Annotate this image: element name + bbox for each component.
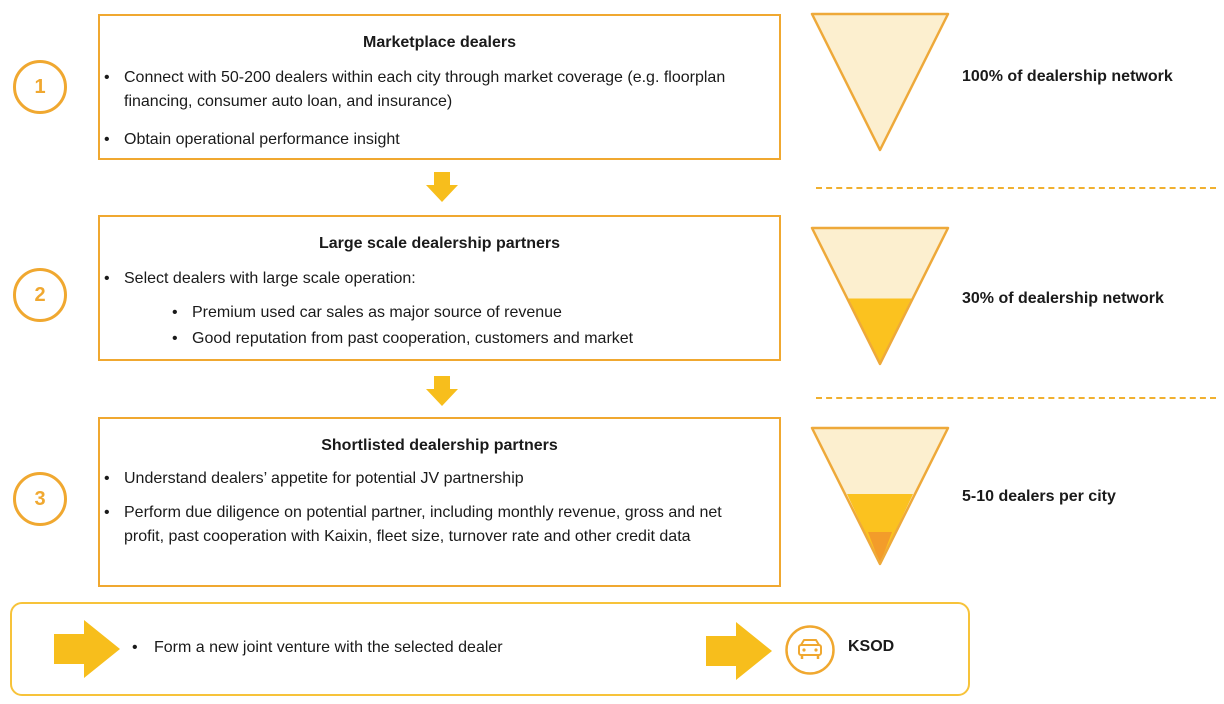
list-item: • Perform due diligence on potential par…	[104, 501, 754, 549]
list-item: • Understand dealers’ appetite for poten…	[104, 467, 764, 491]
stage-title: Large scale dealership partners	[319, 235, 560, 252]
bullet-text: Perform due diligence on potential partn…	[124, 504, 722, 545]
bullet-dot: •	[132, 639, 138, 656]
bullet-text: Form a new joint venture with the select…	[154, 639, 503, 656]
bullet-text: Premium used car sales as major source o…	[192, 304, 562, 321]
bullet-dot: •	[104, 131, 110, 148]
step-number-2: 2	[13, 268, 67, 322]
stage-box-marketplace-dealers: Marketplace dealers • Connect with 50-20…	[98, 14, 781, 160]
outcome-label: KSOD	[848, 638, 895, 655]
stage-title: Shortlisted dealership partners	[321, 437, 558, 454]
bullet-dot: •	[104, 270, 110, 287]
divider	[816, 397, 1216, 399]
outcome-box: • Form a new joint venture with the sele…	[10, 602, 970, 696]
bullet-dot: •	[172, 304, 178, 321]
right-arrow-icon	[706, 622, 772, 680]
stage-box-large-scale-dealership-partners: Large scale dealership partners • Select…	[98, 215, 781, 361]
divider	[816, 187, 1216, 189]
bullet-text: Connect with 50-200 dealers within each …	[124, 69, 726, 110]
funnel-icon-30-percent	[810, 226, 950, 366]
step-number-1: 1	[13, 60, 67, 114]
list-item: • Obtain operational performance insight	[104, 128, 764, 152]
bullet-text: Obtain operational performance insight	[124, 131, 400, 148]
funnel-label: 100% of dealership network	[962, 68, 1173, 85]
bullet-dot: •	[104, 504, 110, 521]
stage-title: Marketplace dealers	[363, 34, 516, 51]
list-item: • Select dealers with large scale operat…	[104, 267, 764, 291]
bullet-dot: •	[104, 69, 110, 86]
bullet-text: Good reputation from past cooperation, c…	[192, 330, 634, 347]
bullet-dot: •	[172, 330, 178, 347]
bullet-dot: •	[104, 470, 110, 487]
car-icon	[785, 625, 835, 675]
bullet-text: Understand dealers’ appetite for potenti…	[124, 470, 524, 487]
step-number-3: 3	[13, 472, 67, 526]
sub-list-item: • Good reputation from past cooperation,…	[172, 327, 772, 351]
funnel-icon-shortlist	[810, 426, 950, 566]
right-arrow-icon	[54, 620, 120, 678]
sub-list-item: • Premium used car sales as major source…	[172, 301, 772, 325]
list-item: • Form a new joint venture with the sele…	[132, 636, 652, 660]
funnel-label: 30% of dealership network	[962, 290, 1164, 307]
down-arrow-icon	[426, 376, 458, 406]
bullet-text: Select dealers with large scale operatio…	[124, 270, 416, 287]
stage-box-shortlisted-dealership-partners: Shortlisted dealership partners • Unders…	[98, 417, 781, 587]
down-arrow-icon	[426, 172, 458, 202]
funnel-icon-100-percent	[810, 12, 950, 152]
funnel-label: 5-10 dealers per city	[962, 488, 1116, 505]
list-item: • Connect with 50-200 dealers within eac…	[104, 66, 764, 114]
